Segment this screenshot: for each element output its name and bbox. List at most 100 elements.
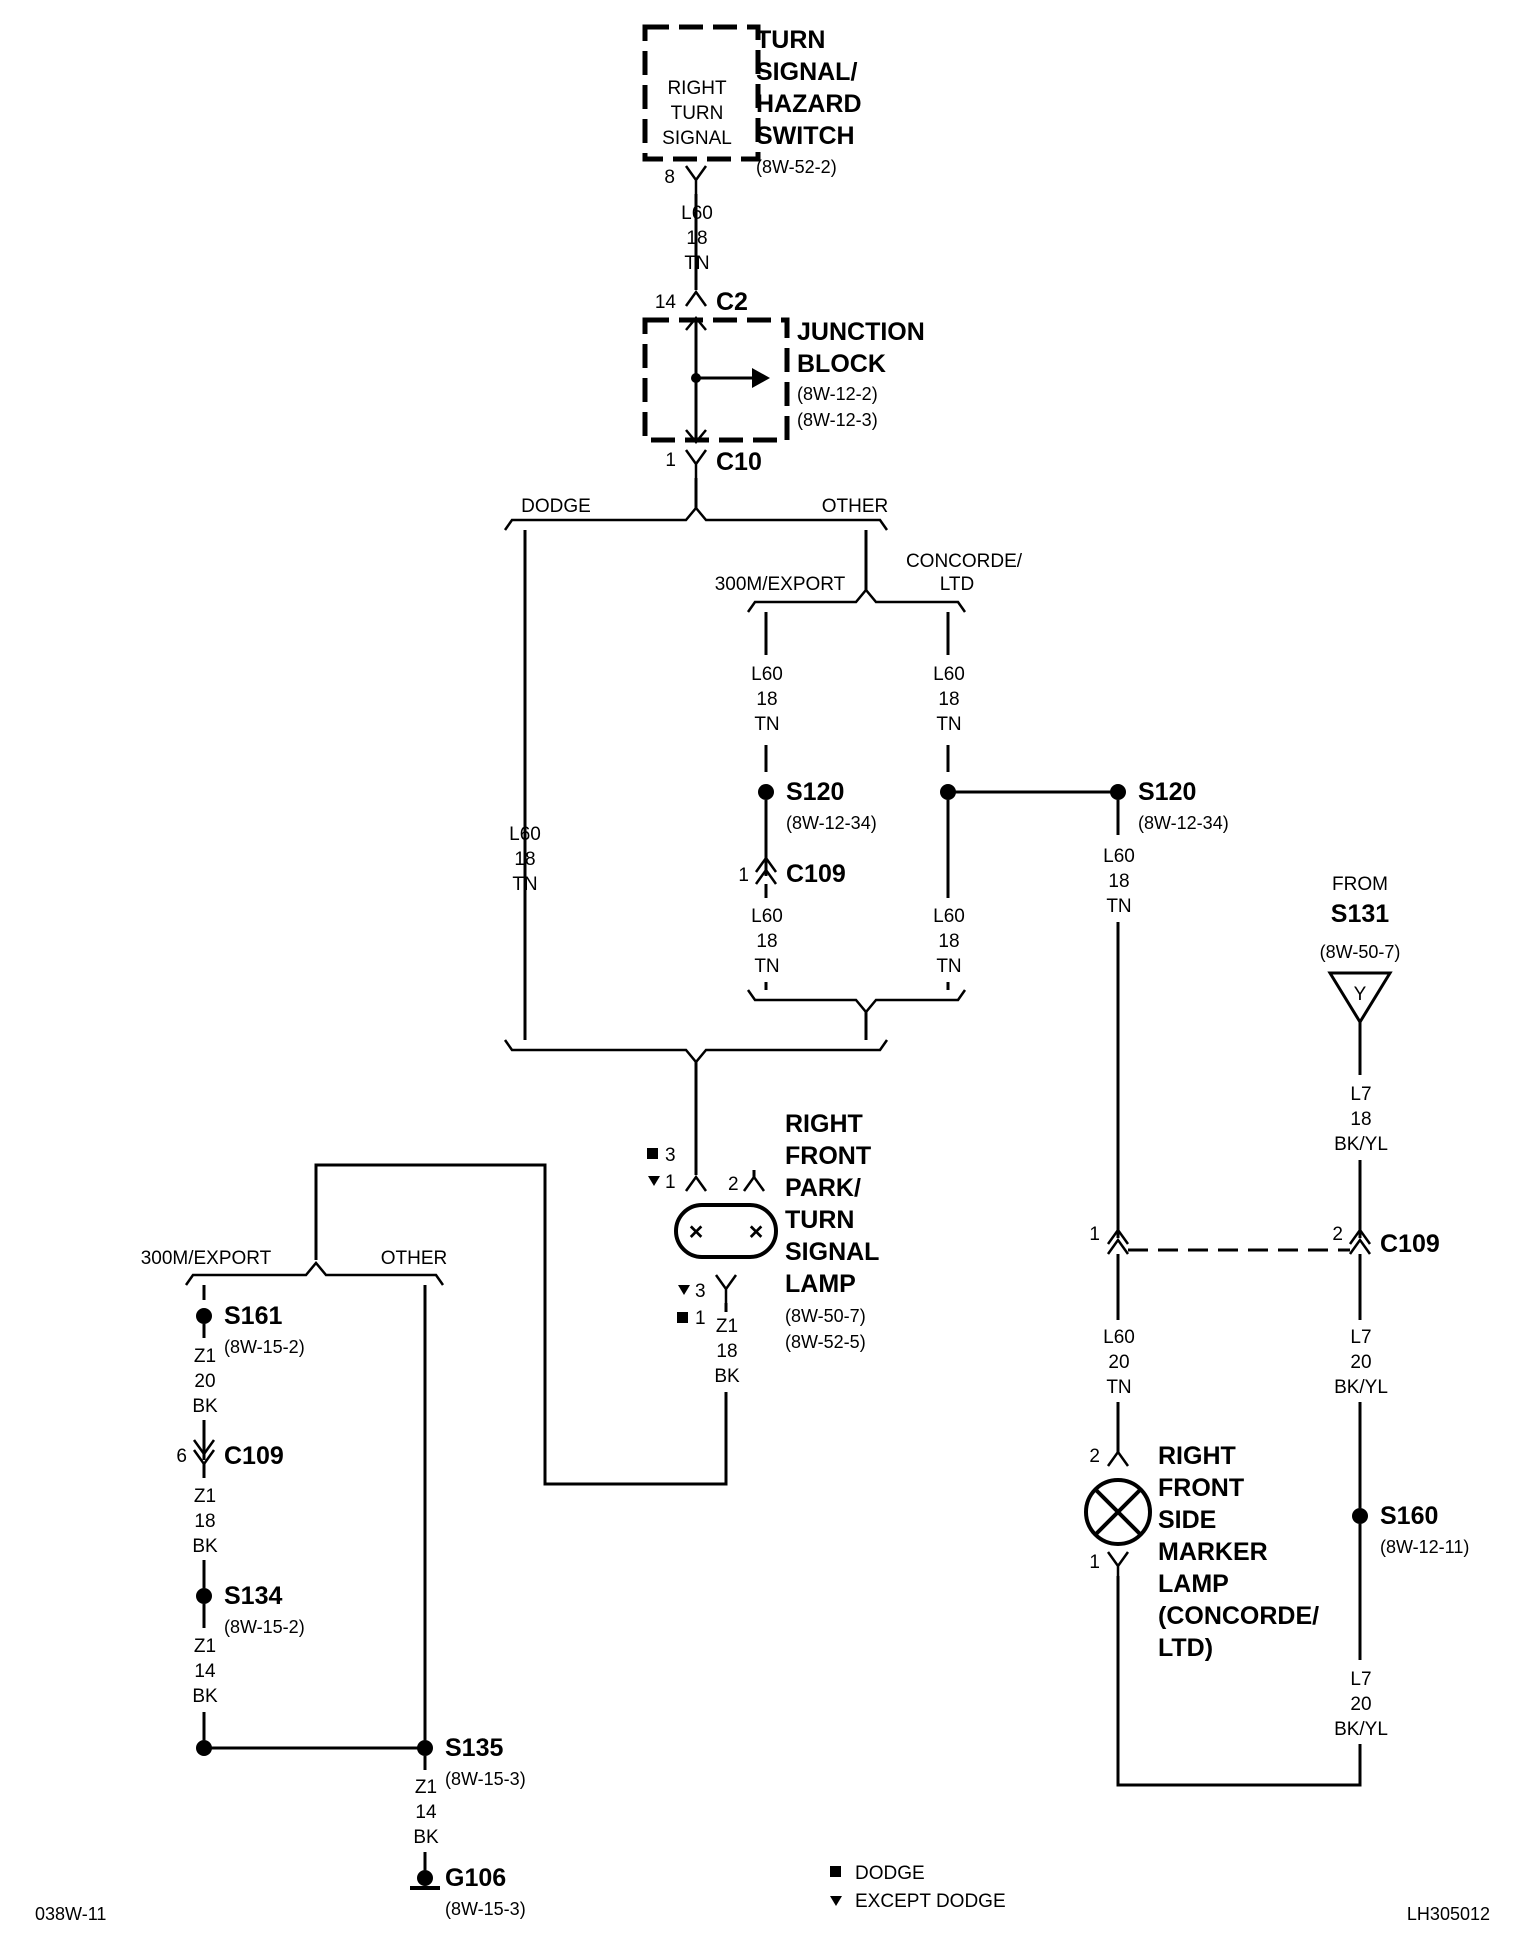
side-marker-pin-number: 2: [1089, 1446, 1100, 1467]
wire-label: BK: [192, 1686, 218, 1707]
wire-label: TN: [512, 874, 537, 895]
except-dodge-marker-icon: [648, 1176, 660, 1186]
lamp-pin-number: 1: [665, 1172, 676, 1193]
wire-label: TN: [936, 714, 961, 735]
wire-label: BK/YL: [1334, 1377, 1388, 1398]
filament-x-icon: ×: [749, 1218, 764, 1246]
wire-label: 14: [194, 1661, 216, 1682]
switch-title: SWITCH: [756, 122, 855, 150]
lamp-pin-number: 1: [695, 1308, 706, 1329]
side-marker-title: SIDE: [1158, 1506, 1216, 1534]
wire-label: TN: [1106, 896, 1131, 917]
lamp-pin-number: 3: [665, 1145, 676, 1166]
side-marker-title: LAMP: [1158, 1570, 1229, 1598]
option-dodge-label: DODGE: [521, 496, 591, 517]
lamp-bulb-icon: [1084, 1478, 1152, 1546]
splice-reference: (8W-15-2): [224, 1337, 305, 1357]
wire-label: 18: [514, 849, 535, 870]
wire-label: L60: [933, 664, 965, 685]
c10-connector-label: C10: [716, 448, 762, 476]
junction-block-title: BLOCK: [797, 350, 886, 378]
c109-pin-number: 1: [738, 865, 749, 886]
connector-female-icon: [1106, 1551, 1130, 1576]
switch-title: TURN: [756, 26, 825, 54]
source-triangle-icon: [1327, 971, 1393, 1025]
option-concorde-label: CONCORDE/: [906, 551, 1023, 572]
arrow-down-icon: [685, 429, 707, 444]
splice-reference: (8W-15-3): [445, 1769, 526, 1789]
park-lamp-reference: (8W-52-5): [785, 1332, 866, 1352]
side-marker-lamp: 2 1 RIGHT FRONT SIDE MARKER LAMP (CONCOR…: [1084, 1442, 1319, 1662]
wire-label: L60: [751, 906, 783, 927]
connector-female-icon: [714, 1274, 738, 1303]
splice-dot: [196, 1588, 212, 1604]
wire-label: L60: [933, 906, 965, 927]
connector-male-icon: [684, 289, 708, 307]
legend-except-dodge-label: EXCEPT DODGE: [855, 1891, 1006, 1912]
splice-reference: (8W-12-11): [1380, 1537, 1469, 1557]
option-bracket: [746, 588, 967, 613]
switch-reference: (8W-52-2): [756, 157, 837, 177]
wire-label: 18: [756, 931, 777, 952]
side-marker-pin-number: 1: [1089, 1552, 1100, 1573]
option-bracket: [503, 506, 889, 531]
option-other-label: OTHER: [822, 496, 889, 517]
lamp-pin-number: 2: [728, 1174, 739, 1195]
side-marker-title: MARKER: [1158, 1538, 1268, 1566]
splice-reference: (8W-15-2): [224, 1617, 305, 1637]
connector-female-icon: [684, 165, 708, 194]
side-marker-title: (CONCORDE/: [1158, 1602, 1319, 1630]
c109-connector-label: C109: [1380, 1230, 1440, 1258]
splice-dot: [758, 784, 774, 800]
wire-label: Z1: [415, 1777, 437, 1798]
park-lamp-title: FRONT: [785, 1142, 871, 1170]
source-symbol: Y: [1354, 984, 1367, 1005]
park-lamp-title: LAMP: [785, 1270, 856, 1298]
wire-label: 18: [194, 1511, 215, 1532]
park-lamp-reference: (8W-50-7): [785, 1306, 866, 1326]
c109-pin-number: 1: [1089, 1224, 1100, 1245]
splice-label: S161: [224, 1302, 282, 1330]
wire-label: BK: [192, 1396, 218, 1417]
wire-label: Z1: [194, 1346, 216, 1367]
wire-label: Z1: [716, 1316, 738, 1337]
park-lamp-title: TURN: [785, 1206, 854, 1234]
wire-label: BK/YL: [1334, 1719, 1388, 1740]
legend-dodge-label: DODGE: [855, 1863, 925, 1884]
wire-label: L7: [1350, 1084, 1371, 1105]
wire-label: L60: [1103, 1327, 1135, 1348]
dodge-marker-icon: [677, 1312, 688, 1323]
ground-icon: [417, 1870, 433, 1886]
wire-label: 18: [1108, 871, 1129, 892]
splice-label: S120: [786, 778, 844, 806]
splice-dot: [1352, 1508, 1368, 1524]
wire-label: BK: [192, 1536, 218, 1557]
wire-label: 20: [194, 1371, 215, 1392]
ground-wire: [314, 1163, 728, 1486]
park-lamp-title: PARK/: [785, 1174, 861, 1202]
junction-block-reference: (8W-12-3): [797, 410, 878, 430]
switch-inner-label: RIGHT: [667, 78, 727, 99]
ground-label: G106: [445, 1864, 506, 1892]
c109-pin-number: 6: [176, 1446, 187, 1467]
from-splice-label: S131: [1331, 900, 1389, 928]
connector-male-icon: [754, 855, 778, 885]
option-other-label: OTHER: [381, 1248, 448, 1269]
wire-label: L7: [1350, 1669, 1371, 1690]
splice-dot: [1110, 784, 1126, 800]
wire-label: L60: [681, 203, 713, 224]
side-marker-title: RIGHT: [1158, 1442, 1236, 1470]
wire-label: 20: [1108, 1352, 1129, 1373]
dodge-marker-icon: [647, 1148, 658, 1159]
c2-connector-label: C2: [716, 288, 748, 316]
option-bracket: [184, 1261, 445, 1286]
wire-label: 18: [716, 1341, 737, 1362]
legend: DODGE EXCEPT DODGE: [830, 1863, 1006, 1912]
from-reference: (8W-50-7): [1320, 942, 1401, 962]
wire-label: 18: [938, 689, 959, 710]
junction-block-title: JUNCTION: [797, 318, 925, 346]
except-dodge-marker-icon: [678, 1285, 690, 1295]
splice-dot: [417, 1740, 433, 1756]
splice-label: S160: [1380, 1502, 1438, 1530]
